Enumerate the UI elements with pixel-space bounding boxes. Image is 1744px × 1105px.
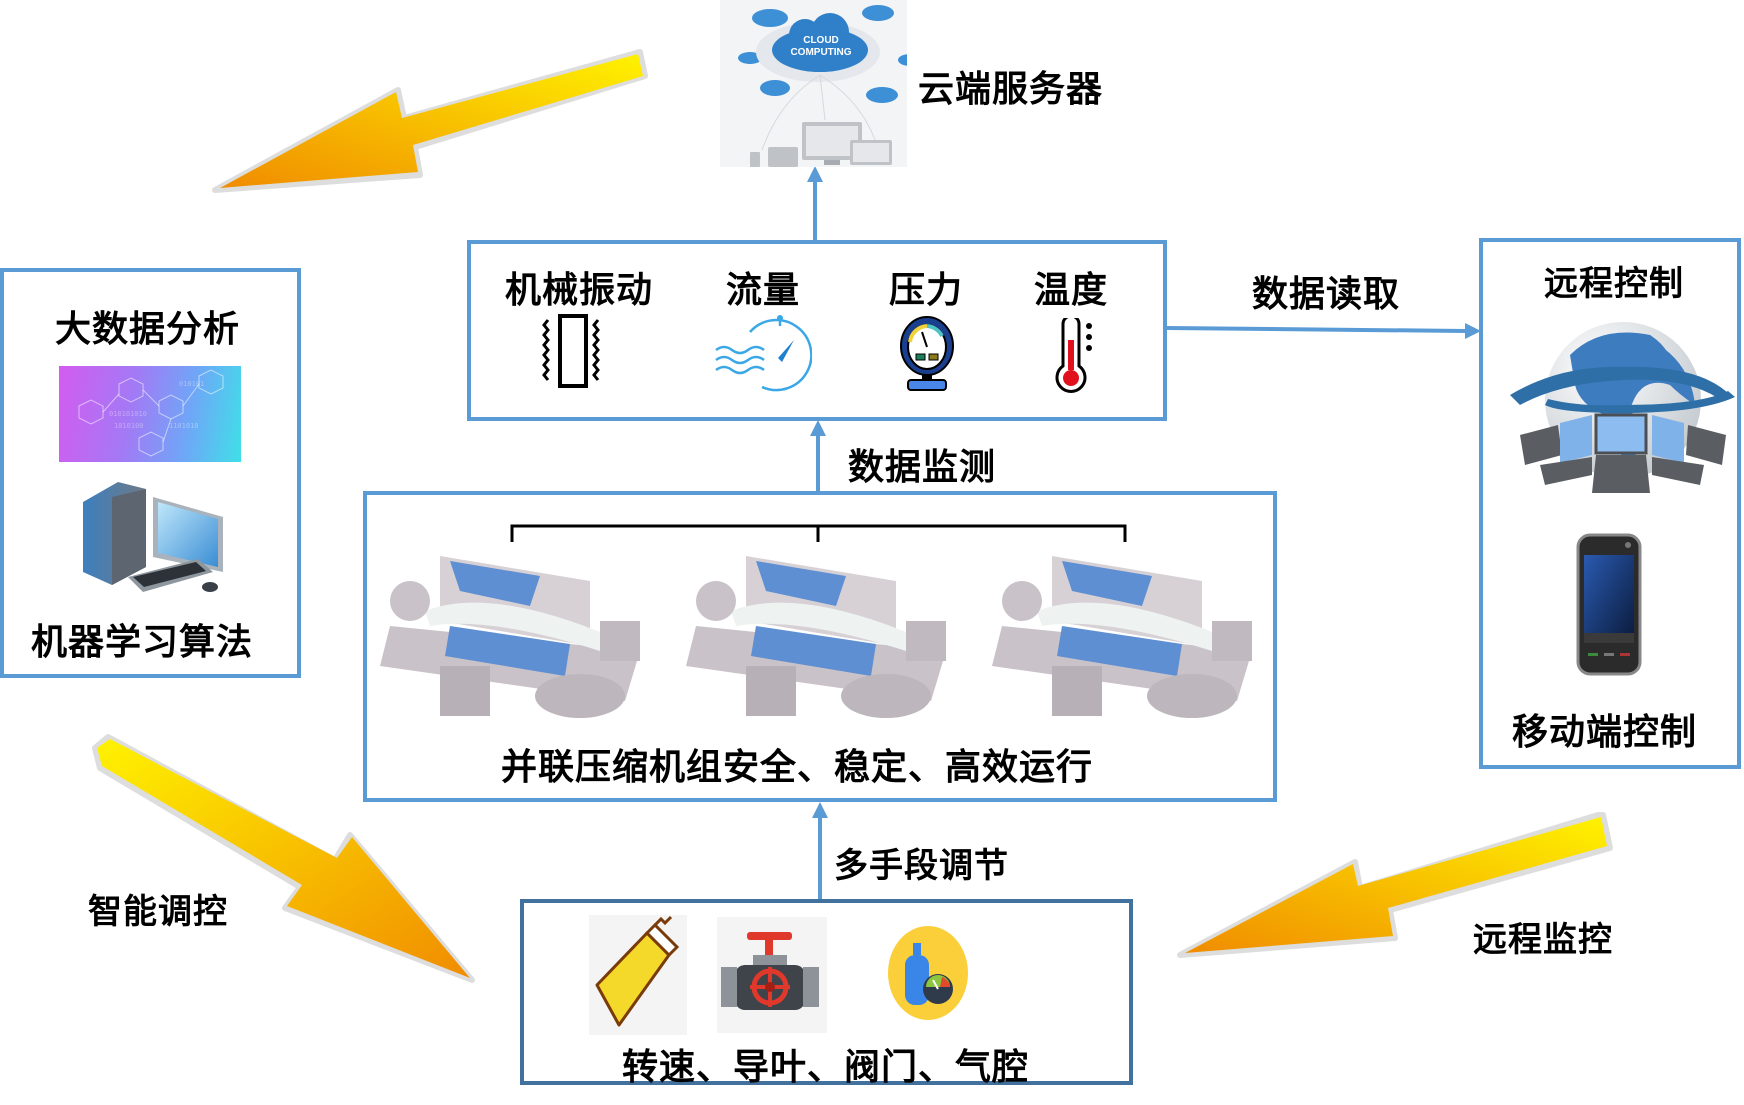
edge-label-data-monitor: 数据监测 — [848, 447, 997, 488]
svg-text:010101010: 010101010 — [109, 410, 147, 418]
arrow-bigdata-to-actuators — [92, 734, 475, 983]
compressor-manifold-bracket — [510, 524, 1127, 542]
cloud-computing-icon: CLOUD COMPUTING — [738, 5, 907, 167]
connector-compressor-to-sensors — [810, 420, 826, 491]
svg-text:1101010: 1101010 — [169, 422, 199, 430]
big-data-title: 大数据分析 — [55, 309, 241, 350]
cloud-text-line2: COMPUTING — [790, 47, 851, 58]
remote-control-title: 远程控制 — [1544, 264, 1684, 304]
thermometer-icon — [1055, 318, 1092, 393]
motor-icon — [589, 915, 687, 1035]
sensor-label-temperature: 温度 — [1034, 270, 1109, 311]
globe-network-icon — [1510, 322, 1735, 493]
vibration-icon — [542, 314, 600, 388]
sensors-box — [467, 240, 1167, 421]
svg-text:1010100: 1010100 — [114, 422, 144, 430]
mobile-phone-icon — [1576, 533, 1642, 676]
screw-compressor-icon — [992, 556, 1252, 718]
big-data-box — [0, 268, 301, 678]
cloud-text-line1: CLOUD — [803, 35, 839, 46]
screw-compressor-icon — [380, 556, 640, 718]
sensor-label-vibration: 机械振动 — [505, 270, 654, 311]
screw-compressor-icon — [686, 556, 946, 718]
edge-label-remote-monitor: 远程监控 — [1473, 920, 1613, 960]
sensor-label-pressure: 压力 — [889, 270, 964, 311]
compressor-caption: 并联压缩机组安全、稳定、高效运行 — [501, 747, 1094, 788]
compressor-unit-2 — [676, 526, 966, 726]
cloud-computing-image: CLOUD COMPUTING — [720, 0, 907, 167]
flow-stopwatch-icon — [715, 315, 812, 392]
computer-icon — [83, 482, 223, 592]
big-data-subtitle: 机器学习算法 — [31, 622, 254, 663]
arrow-remote-to-actuators — [1177, 812, 1613, 958]
arrow-cloud-to-bigdata — [212, 49, 648, 193]
big-data-network-image: 010101010 1101010 1010100 010101 — [59, 366, 241, 462]
pressure-gauge-icon — [900, 316, 954, 391]
cloud-server-label: 云端服务器 — [918, 69, 1104, 110]
edge-label-data-read: 数据读取 — [1252, 274, 1401, 315]
svg-text:010101: 010101 — [179, 380, 204, 388]
compressor-unit-3 — [982, 526, 1272, 726]
actuators-caption: 转速、导叶、阀门、气腔 — [622, 1047, 1030, 1088]
connector-actuators-to-compressor — [812, 802, 828, 899]
sensor-label-flow: 流量 — [726, 270, 801, 311]
connector-sensors-to-remote — [1166, 323, 1481, 339]
remote-control-subtitle: 移动端控制 — [1512, 712, 1698, 753]
gas-tank-icon — [888, 926, 968, 1020]
edge-label-multi-adjust: 多手段调节 — [834, 846, 1009, 886]
compressor-unit-1 — [370, 526, 660, 726]
connector-sensors-to-cloud — [807, 166, 823, 242]
edge-label-smart-control: 智能调控 — [88, 892, 228, 932]
valve-icon — [717, 917, 827, 1033]
